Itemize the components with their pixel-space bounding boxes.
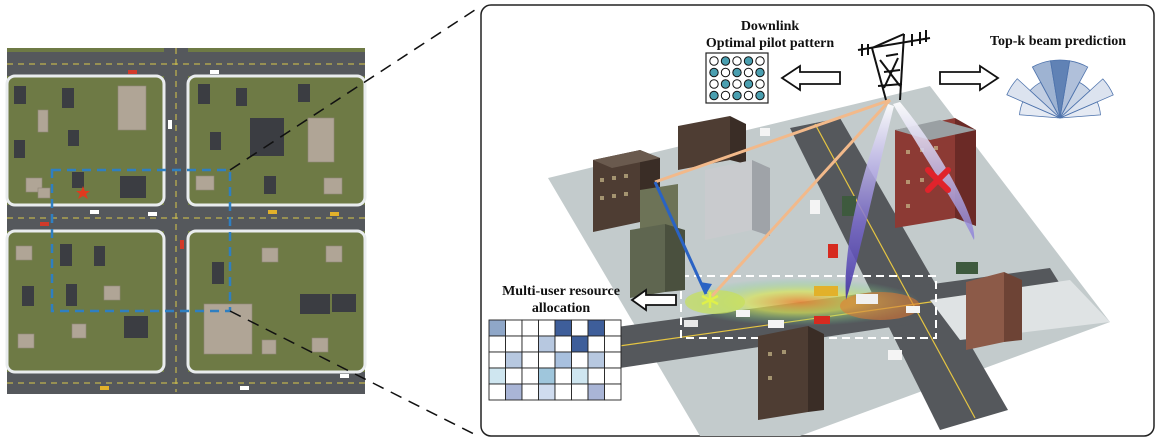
resource-block [587, 351, 605, 369]
downlink-label: Downlink [740, 19, 800, 34]
pilot-symbol [720, 56, 731, 66]
resource-block [538, 351, 556, 369]
road [164, 48, 188, 392]
user-marker-icon [701, 292, 719, 308]
selected-region-box [50, 168, 232, 313]
pilot-symbol [720, 67, 731, 78]
resource-block [587, 383, 605, 401]
pilot-symbol [709, 90, 719, 101]
multiuser-title: Multi-user resource allocation [486, 283, 636, 317]
allocation-label: allocation [531, 301, 591, 316]
red-star-icon [76, 186, 90, 199]
pilot-symbol [743, 90, 754, 101]
hollow-arrow-right-icon [939, 64, 1000, 92]
resource-block [571, 319, 589, 337]
resource-block [521, 367, 539, 385]
pilot-symbol [743, 79, 754, 89]
beam-sector [1059, 78, 1114, 119]
resource-block [554, 367, 572, 385]
resource-block [488, 383, 506, 401]
beam-sector [1059, 60, 1089, 119]
pilot-symbol [732, 67, 742, 78]
resource-block [604, 335, 622, 353]
resource-block [538, 319, 556, 337]
resource-block [571, 351, 589, 369]
resource-block [571, 367, 589, 385]
pilot-symbol [743, 67, 754, 78]
vehicles [684, 128, 978, 360]
beam-blocked [893, 102, 975, 240]
resource-block [587, 319, 605, 337]
resource-block [505, 335, 523, 353]
resource-block [505, 383, 523, 401]
resource-block [538, 367, 556, 385]
resource-block [488, 351, 506, 369]
resource-block [538, 383, 556, 401]
resource-block [521, 351, 539, 369]
reflected-link [653, 181, 708, 295]
cell-tower-icon [857, 30, 931, 101]
pilot-pattern-label: Optimal pilot pattern [705, 36, 835, 51]
pilot-symbol [732, 79, 742, 89]
beam-fan-icon [1006, 59, 1114, 119]
resource-block [488, 335, 506, 353]
resource-block [604, 367, 622, 385]
pilot-symbol [732, 56, 742, 66]
zoom-line-top [229, 7, 479, 171]
resource-block [604, 351, 622, 369]
beam-main [845, 104, 894, 300]
resource-block [554, 351, 572, 369]
pilot-symbol [732, 90, 742, 101]
hollow-arrow-left-icon [630, 288, 677, 312]
resource-block [554, 319, 572, 337]
building-bottom [758, 326, 824, 420]
resource-block [505, 351, 523, 369]
x-mark-icon [925, 167, 951, 193]
resource-block [505, 367, 523, 385]
pilot-symbol [720, 90, 731, 101]
building-grey [705, 160, 770, 240]
resource-block [571, 335, 589, 353]
beam-sector [1059, 101, 1101, 119]
pilot-symbol [709, 67, 719, 78]
resource-block [554, 335, 572, 353]
pilot-symbol [755, 90, 765, 101]
resource-block [587, 367, 605, 385]
resource-block [488, 367, 506, 385]
resource-block [521, 319, 539, 337]
building-right-corner [966, 272, 1022, 350]
resource-block [505, 319, 523, 337]
resource-block [571, 383, 589, 401]
hollow-arrow-left-icon [780, 64, 841, 92]
zoom-line-bottom [229, 310, 479, 437]
pilot-symbol [709, 56, 719, 66]
resource-block [587, 335, 605, 353]
city-map [5, 48, 367, 394]
resource-grid [488, 319, 622, 401]
multiuser-label: Multi-user resource [502, 284, 620, 299]
pilot-symbol [755, 79, 765, 89]
resource-block [604, 383, 622, 401]
building-green [630, 184, 685, 298]
resource-block [538, 335, 556, 353]
pilot-symbol [755, 56, 765, 66]
pilot-symbol [709, 79, 719, 89]
pilot-symbol [743, 56, 754, 66]
resource-block [554, 383, 572, 401]
resource-block [521, 383, 539, 401]
resource-block [488, 319, 506, 337]
beam-sector [1006, 78, 1061, 119]
resource-block [604, 319, 622, 337]
los-links [654, 98, 892, 298]
pilot-symbol [720, 79, 731, 89]
downlink-title: Downlink Optimal pilot pattern [680, 18, 860, 52]
resource-block [521, 335, 539, 353]
topk-label: Top-k beam prediction [989, 34, 1127, 49]
pilot-symbol [755, 67, 765, 78]
